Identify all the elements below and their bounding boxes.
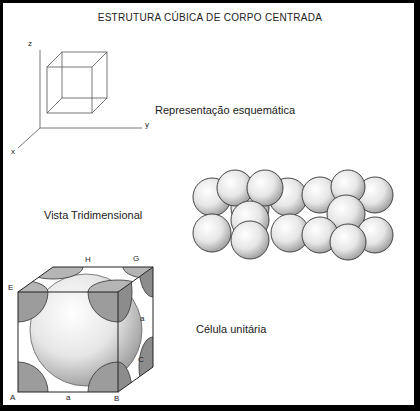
- axes-cube: [18, 50, 142, 148]
- title: ESTRUTURA CÚBICA DE CORPO CENTRADA: [0, 12, 420, 23]
- vertex-label: G: [133, 255, 139, 264]
- caption-label: Célula unitária: [196, 323, 266, 335]
- vertex-label: A: [10, 394, 15, 403]
- sphere-stack: [193, 170, 309, 259]
- vertex-label: H: [85, 256, 91, 265]
- edge-label: a: [66, 394, 70, 403]
- vertex-label: C: [138, 356, 144, 365]
- axis-label: z: [28, 40, 32, 49]
- sphere-stack: [302, 170, 393, 260]
- caption-label: Vista Tridimensional: [44, 209, 142, 221]
- vertex-label: B: [114, 395, 119, 404]
- axis-label: x: [11, 148, 15, 157]
- axis-label: y: [145, 121, 149, 130]
- unit-cell: [0, 237, 183, 411]
- vertex-label: E: [8, 284, 13, 293]
- edge-label: a: [140, 315, 144, 324]
- caption-label: Representação esquemática: [155, 104, 295, 116]
